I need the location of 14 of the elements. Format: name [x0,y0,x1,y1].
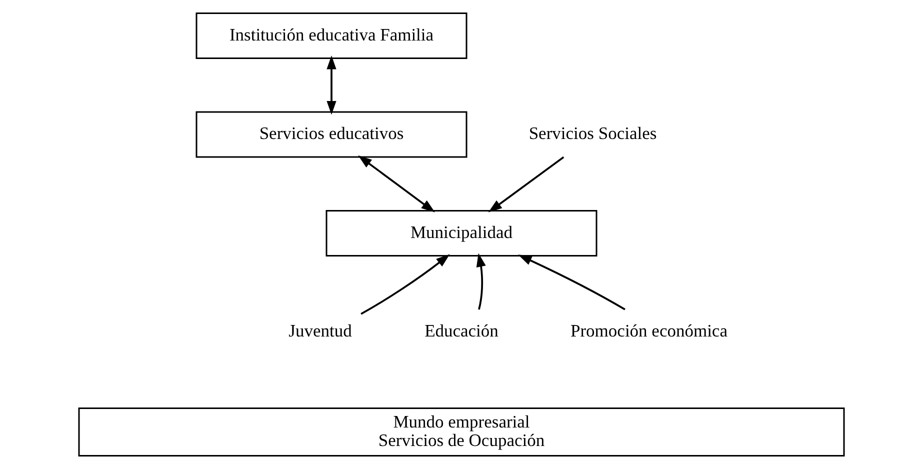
node-text: Promoción económica [570,320,728,341]
arrow [360,254,450,315]
arrow [518,254,626,310]
node-box: Mundo empresarial Servicios de Ocupación [78,408,845,456]
node-box: Servicios educativos [196,111,468,158]
node-text: Juventud [288,320,352,341]
arrow [358,155,435,212]
node-text: Servicios Sociales [528,123,657,144]
node-text: Educación [424,320,498,341]
node-box: Institución educativa Familia [196,12,468,59]
arrow [476,253,486,310]
node-box: Municipalidad [326,210,598,256]
arrow [488,156,564,212]
arrow [326,56,336,115]
